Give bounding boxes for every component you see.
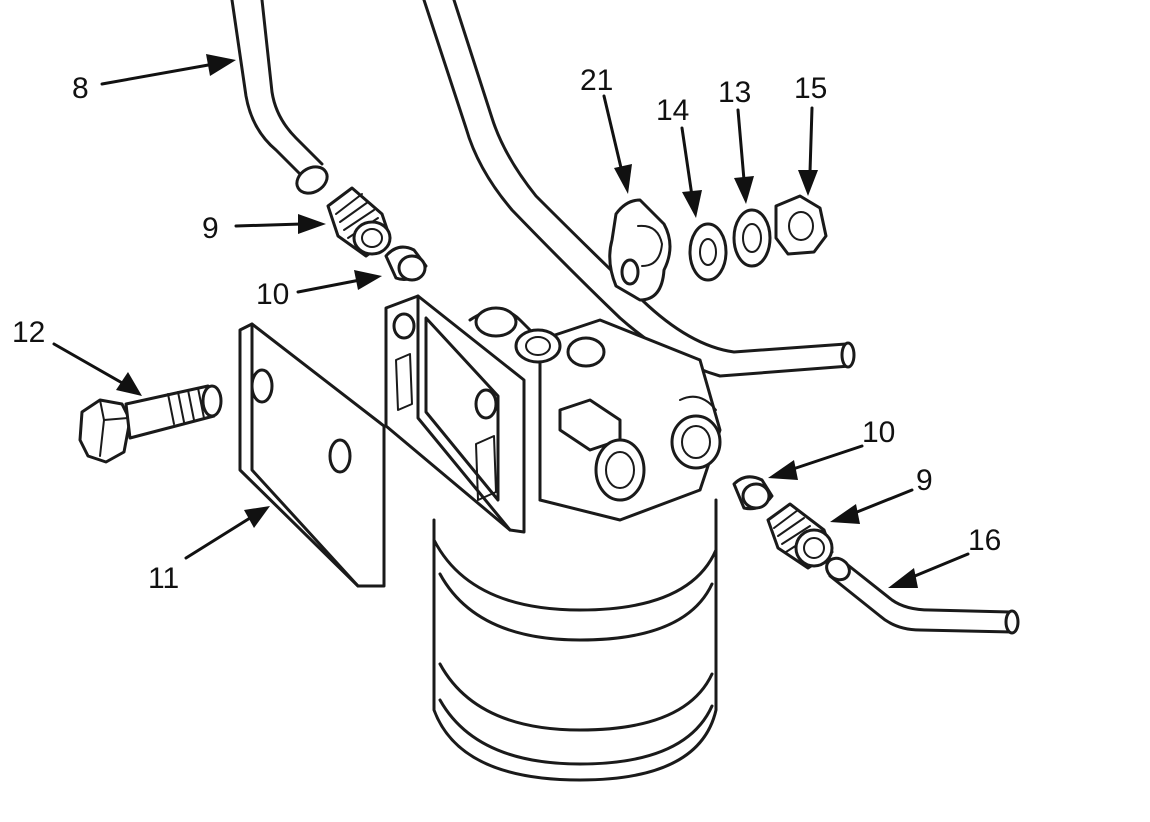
callout-14: 14	[656, 94, 689, 127]
callout-21: 21	[580, 64, 613, 97]
leader-16	[908, 552, 970, 580]
part-8-fuel-line	[230, 0, 329, 195]
part-10-sleeve-upper	[384, 245, 428, 282]
callout-12: 12	[12, 316, 45, 349]
leader-11	[184, 516, 252, 560]
callout-labels: 8 9 10 12 11 21 14 13 15 10 9 16	[12, 64, 1001, 595]
leader-13	[736, 108, 746, 182]
arrowhead-10-lower	[768, 460, 798, 480]
part-14-washer	[688, 222, 728, 282]
leader-12	[52, 342, 126, 386]
arrowhead-13	[734, 176, 754, 204]
arrowhead-14	[682, 190, 702, 218]
part-12-bolt	[78, 384, 223, 464]
part-16-fuel-line	[825, 556, 1020, 635]
callout-15: 15	[794, 72, 827, 105]
arrowhead-9-upper	[298, 214, 326, 234]
arrowhead-21	[614, 164, 632, 194]
leader-21	[602, 94, 624, 174]
arrowhead-11	[244, 506, 270, 528]
arrowhead-10-upper	[354, 270, 382, 290]
callout-9-upper: 9	[202, 212, 219, 245]
leader-8	[100, 62, 216, 86]
part-9-fitting-lower	[766, 502, 834, 570]
leader-14	[680, 126, 694, 198]
arrowhead-15	[798, 170, 818, 196]
arrowhead-8	[206, 54, 236, 76]
callout-10-lower: 10	[862, 416, 895, 449]
callout-13: 13	[718, 76, 751, 109]
part-11-gasket-plate	[238, 322, 386, 588]
part-13-lock-washer	[732, 208, 772, 268]
arrowhead-12	[116, 372, 142, 396]
leader-9-lower	[850, 488, 914, 516]
callout-8: 8	[72, 72, 89, 105]
arrowhead-16	[888, 568, 918, 588]
part-9-fitting-upper	[326, 186, 392, 258]
filter-bowl	[432, 498, 718, 782]
arrowhead-9-lower	[830, 504, 860, 524]
leader-10-upper	[296, 278, 362, 294]
part-21-clip	[608, 198, 672, 302]
part-15-nut	[774, 194, 828, 256]
part-10-sleeve-lower	[732, 475, 774, 511]
filter-head	[384, 294, 722, 534]
leader-15	[808, 106, 814, 174]
callout-11: 11	[148, 562, 179, 595]
callout-9-lower: 9	[916, 464, 933, 497]
leader-9-upper	[234, 222, 304, 228]
leader-10-lower	[788, 444, 864, 472]
callout-10-upper: 10	[256, 278, 289, 311]
leader-lines	[52, 54, 970, 588]
callout-16: 16	[968, 524, 1001, 557]
